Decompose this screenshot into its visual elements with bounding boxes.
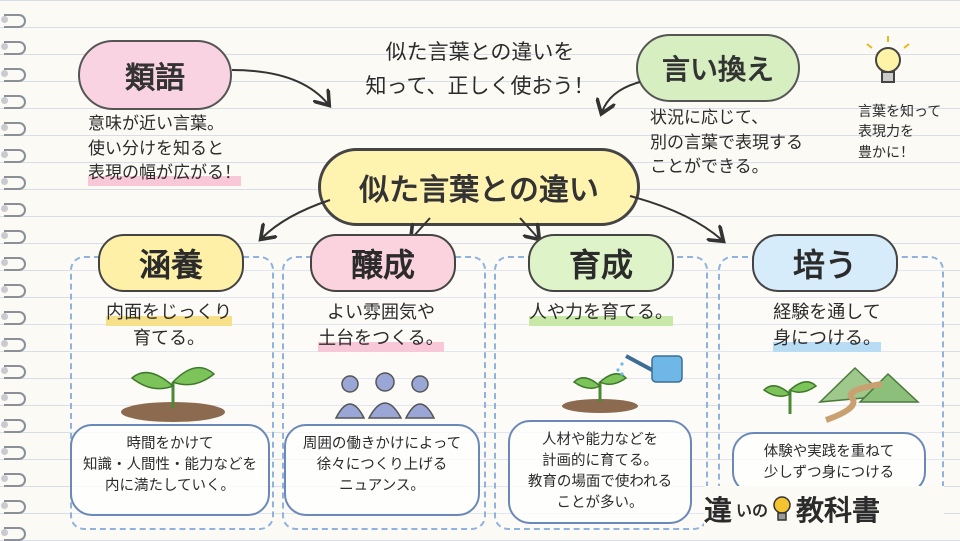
card-title: 涵養 (98, 234, 244, 292)
paraphrase-line: 別の言葉で表現する (650, 132, 803, 153)
bubble-line: 周囲の働きかけによって (302, 436, 462, 452)
card-bubble: 時間をかけて 知識・人間性・能力などを 内に満たしていく。 (70, 424, 270, 516)
card-bubble: 周囲の働きかけによって 徐々につくり上げる ニュアンス。 (284, 424, 480, 516)
brand-part3: 教科書 (796, 494, 881, 527)
synonym-line: 意味が近い言葉。 (88, 114, 224, 134)
card-desc-line: 経験を通して (773, 302, 881, 323)
card-desc-line: 内面をじっくり (106, 300, 232, 327)
arrow-left-to-center (231, 69, 328, 104)
card-bubble: 人材や能力などを 計画的に育てる。 教育の場面で使われる ことが多い。 (508, 420, 692, 524)
lightbulb-icon (866, 36, 910, 83)
side-note: 言葉を知って 表現力を 豊かに！ (858, 102, 958, 163)
card-title: 育成 (528, 234, 674, 292)
center-title: 似た言葉との違い (359, 173, 599, 208)
spiral-ring (4, 68, 26, 82)
spiral-ring (4, 203, 26, 217)
spiral-ring (4, 311, 26, 325)
center-title-cloud: 似た言葉との違い (318, 148, 640, 226)
arrow-right-to-center (602, 81, 641, 112)
synonym-title: 類語 (125, 61, 185, 96)
card-description: 内面をじっくり 育てる。 (84, 300, 254, 352)
spiral-ring (4, 473, 26, 487)
spiral-ring (4, 446, 26, 460)
brand-part1: 違 (704, 494, 733, 527)
bubble-line: 体験や実践を重ねて (763, 444, 895, 460)
card-desc-line: 土台をつくる。 (318, 326, 444, 353)
bubble-line: 徐々につくり上げる (316, 457, 448, 474)
card-desc-line: よい雰囲気や (327, 302, 435, 323)
brand-part2: いの (736, 501, 769, 520)
brand-logo: 違 いの 教科書 (704, 486, 944, 532)
spiral-ring (4, 392, 26, 406)
spiral-ring (4, 419, 26, 433)
intro-line: 似た言葉との違いを (385, 40, 575, 64)
paraphrase-title: 言い換え (661, 53, 774, 86)
intro-text: 似た言葉との違いを 知って、正しく使おう！ (350, 36, 610, 103)
synonym-description: 意味が近い言葉。 使い分けを知ると 表現の幅が広がる！ (88, 112, 328, 186)
spiral-ring (4, 500, 26, 514)
bubble-line: 時間をかけて (126, 436, 214, 452)
spiral-ring (4, 257, 26, 271)
spiral-ring (4, 338, 26, 352)
path-mountain-icon (762, 366, 920, 423)
paraphrase-description: 状況に応じて、 別の言葉で表現する ことができる。 (650, 106, 840, 180)
bubble-line: 内に満たしていく。 (104, 478, 236, 495)
arrow-card4 (629, 195, 722, 240)
spiral-ring (4, 41, 26, 55)
bubble-line: ことが多い。 (556, 495, 644, 512)
bubble-line: 知識・人間性・能力などを (83, 457, 257, 474)
synonym-line: 使い分けを知ると (88, 138, 224, 159)
spiral-ring (4, 284, 26, 298)
arrow-card3 (519, 217, 538, 238)
spiral-ring (4, 176, 26, 190)
card-title: 醸成 (310, 234, 456, 292)
spiral-ring (4, 149, 26, 163)
synonym-line: 表現の幅が広がる！ (88, 161, 241, 186)
paraphrase-cloud: 言い換え (636, 34, 800, 102)
lightbulb-icon (773, 496, 791, 521)
card-desc-line: 育てる。 (133, 328, 205, 350)
spiral-ring (4, 122, 26, 136)
people-icon (334, 372, 436, 419)
bubble-line: 教育の場面で使われる (527, 474, 673, 491)
synonym-cloud: 類語 (78, 40, 232, 110)
card-bubble: 体験や実践を重ねて 少しずつ身につける (732, 432, 926, 494)
card-description: よい雰囲気や 土台をつくる。 (296, 300, 466, 353)
side-note-line: 表現力を (858, 124, 914, 141)
spiral-binding (0, 0, 26, 541)
card-title: 培う (752, 234, 898, 292)
side-note-line: 言葉を知って (858, 104, 942, 120)
paraphrase-line: 状況に応じて、 (650, 108, 769, 128)
watering-can-icon (562, 354, 683, 413)
spiral-ring (4, 230, 26, 244)
card-description: 人や力を育てる。 (506, 300, 696, 327)
bubble-line: 少しずつ身につける (763, 465, 895, 482)
intro-line: 知って、正しく使おう！ (365, 73, 595, 98)
card-desc-line: 身につける。 (773, 326, 881, 353)
paraphrase-line: ことができる。 (650, 157, 769, 178)
side-note-line: 豊かに！ (858, 144, 914, 161)
bubble-line: ニュアンス。 (339, 478, 425, 495)
spiral-ring (4, 14, 26, 28)
spiral-ring (4, 95, 26, 109)
bubble-line: 計画的に育てる。 (542, 453, 658, 470)
arrow-card1 (262, 199, 331, 238)
card-description: 経験を通して 身につける。 (732, 300, 922, 353)
card-desc-line: 人や力を育てる。 (529, 300, 673, 327)
sprout-icon (121, 366, 225, 422)
spiral-ring (4, 365, 26, 379)
bubble-line: 人材や能力などを (542, 432, 658, 448)
